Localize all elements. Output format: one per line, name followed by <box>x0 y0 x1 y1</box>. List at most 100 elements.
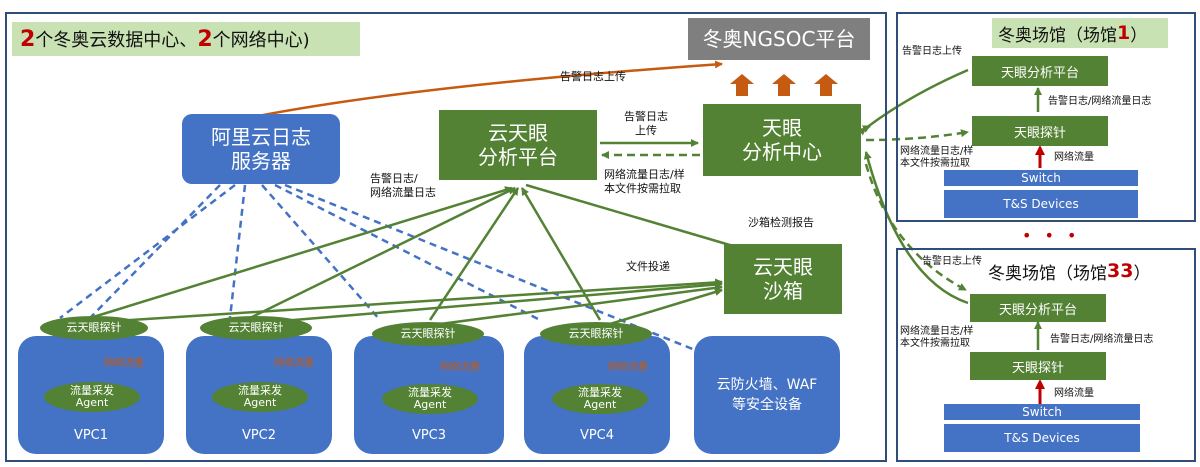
vpc-2-agent[interactable]: 流量采发 Agent <box>212 382 308 412</box>
venue-1-devices-label: T&S Devices <box>1003 197 1079 211</box>
alarm-flow-log-label: 告警日志/ 网络流量日志 <box>370 172 436 200</box>
alarm-upload-label-2: 告警日志 上传 <box>624 110 668 138</box>
pull-line-1: 网络流量日志/样 <box>604 168 685 181</box>
vpc-1-agent[interactable]: 流量采发 Agent <box>44 382 140 412</box>
venue-1-switch-label: Switch <box>1021 171 1061 185</box>
alarm-flow-line-2: 网络流量日志 <box>370 186 436 199</box>
venue-1-title-post: ） <box>1130 25 1148 46</box>
title-part-2: 个网络中心) <box>212 30 310 51</box>
vpc-2-name: VPC2 <box>241 428 277 443</box>
vpc-1-name: VPC1 <box>73 428 109 443</box>
venue-1-analysis-label: 天眼分析平台 <box>1000 65 1079 81</box>
cloud-datacenter-frame <box>5 12 887 462</box>
venue-33-pull-label: 网络流量日志/样 本文件按需拉取 <box>900 326 973 350</box>
vpc-2-probe[interactable]: 云天眼探针 <box>200 316 312 340</box>
vpc-4-agent-line-1: 流量采发 <box>578 386 622 399</box>
venue1-pull-dashed <box>865 129 969 142</box>
analysis-center-line-2: 分析中心 <box>742 140 822 164</box>
venue-1-alarm-flow-label: 告警日志/网络流量日志 <box>1048 96 1152 107</box>
upload-arrow-1 <box>730 74 754 96</box>
probe-to-analysis-links <box>89 183 741 326</box>
aliyun-line-2: 服务器 <box>231 149 291 173</box>
venue-ellipsis: • • • <box>1022 226 1081 245</box>
venue-33-flow-label: 网络流量 <box>1054 388 1094 399</box>
vpc-1-agent-line-2: Agent <box>75 396 109 409</box>
aliyun-log-server-box[interactable]: 阿里云日志 服务器 <box>182 114 340 184</box>
title-part-1: 个冬奥云数据中心、 <box>35 30 198 51</box>
cloud-analysis-line-2: 分析平台 <box>478 145 558 169</box>
cloud-sandbox-box[interactable]: 云天眼 沙箱 <box>724 244 842 314</box>
venue-1-pull-line-2: 本文件按需拉取 <box>900 158 970 169</box>
venue-33-pull-line-2: 本文件按需拉取 <box>900 338 970 349</box>
vpc-3-probe[interactable]: 云天眼探针 <box>372 322 484 346</box>
venue-33-probe-label: 天眼探针 <box>1011 360 1064 376</box>
venue-1-probe[interactable]: 天眼探针 <box>972 116 1108 146</box>
vpc-1-probe[interactable]: 云天眼探针 <box>40 316 148 340</box>
venue-1-switch[interactable]: Switch <box>944 170 1138 186</box>
venue-33-title: 冬奥场馆（场馆 33 ） <box>982 256 1170 286</box>
venue-33-frame <box>896 248 1196 462</box>
ngsoc-platform-label: 冬奥NGSOC平台 <box>702 27 856 51</box>
upload-arrow-2 <box>772 74 796 96</box>
aliyun-upload-line <box>257 60 723 118</box>
sandbox-line-1: 云天眼 <box>753 255 813 279</box>
venue-1-pull-line-1: 网络流量日志/样 <box>900 146 974 157</box>
cloud-firewall-waf-box[interactable]: 云防火墙、WAF 等安全设备 <box>694 336 840 454</box>
venue-1-analysis-platform[interactable]: 天眼分析平台 <box>972 56 1108 86</box>
title-num-1: 2 <box>20 26 36 52</box>
venue-1-title-num: 1 <box>1117 22 1131 44</box>
vpc-4-probe[interactable]: 云天眼探针 <box>540 322 652 346</box>
cloud-analysis-platform-box[interactable]: 云天眼 分析平台 <box>439 110 597 180</box>
sandbox-line-2: 沙箱 <box>763 279 803 303</box>
venue-1-devices[interactable]: T&S Devices <box>944 190 1138 218</box>
venue33-alarm-line <box>863 151 969 305</box>
venue-33-title-pre: 冬奥场馆（场馆 <box>988 263 1107 284</box>
venue-33-title-post: ） <box>1133 263 1151 284</box>
alarm-upload-label: 告警日志上传 <box>560 70 626 83</box>
ngsoc-platform-box[interactable]: 冬奥NGSOC平台 <box>688 18 870 60</box>
cloud-analysis-line-1: 云天眼 <box>488 121 548 145</box>
venue-33-probe[interactable]: 天眼探针 <box>970 352 1106 380</box>
upload-arrow-3 <box>814 74 838 96</box>
venue-1-title: 冬奥场馆（场馆 1 ） <box>992 18 1168 48</box>
venue-33-pull-line-1: 网络流量日志/样 <box>900 326 974 337</box>
vpc-3-agent-line-1: 流量采发 <box>408 386 452 399</box>
venue-33-devices[interactable]: T&S Devices <box>944 424 1140 452</box>
vpc-1-agent-line-1: 流量采发 <box>70 384 114 397</box>
title-num-2: 2 <box>197 26 213 52</box>
vpc-1-flow-label: 网络流量 <box>104 358 144 369</box>
vpc-4-agent[interactable]: 流量采发 Agent <box>552 384 648 414</box>
venue-33-devices-label: T&S Devices <box>1004 431 1080 445</box>
vpc-4-agent-line-2: Agent <box>583 398 617 411</box>
vpc-2-flow-label: 网络流量 <box>274 358 314 369</box>
aliyun-line-1: 阿里云日志 <box>211 125 311 149</box>
vpc-2-agent-line-2: Agent <box>243 396 277 409</box>
venue-33-analysis-platform[interactable]: 天眼分析平台 <box>970 294 1106 322</box>
venue-33-title-num: 33 <box>1107 260 1134 282</box>
venue1-alarm-line <box>857 68 969 136</box>
pull-on-demand-label: 网络流量日志/样 本文件按需拉取 <box>604 168 685 196</box>
venue-33-alarm-flow-label: 告警日志/网络流量日志 <box>1050 334 1154 345</box>
venue-33-switch[interactable]: Switch <box>944 404 1140 420</box>
sandbox-report-label: 沙箱检测报告 <box>748 216 814 229</box>
venue-1-probe-label: 天眼探针 <box>1013 125 1066 141</box>
venue-33-alarm-upload-label: 告警日志上传 <box>922 256 982 267</box>
analysis-center-box[interactable]: 天眼 分析中心 <box>703 104 861 176</box>
venue-1-frame <box>896 12 1196 222</box>
venue-1-title-pre: 冬奥场馆（场馆 <box>998 25 1117 46</box>
analysis-center-line-1: 天眼 <box>762 116 802 140</box>
page-title: 2 个冬奥云数据中心、 2 个网络中心) <box>12 22 360 56</box>
firewall-line-1: 云防火墙、WAF <box>716 377 818 393</box>
vpc-3-agent[interactable]: 流量采发 Agent <box>382 384 478 414</box>
venue33-pull-dashed <box>864 163 967 292</box>
vpc-4-flow-label: 网络流量 <box>608 362 648 373</box>
venue-1-pull-label: 网络流量日志/样 本文件按需拉取 <box>900 146 973 170</box>
pull-line-2: 本文件按需拉取 <box>604 182 681 195</box>
file-deliver-label: 文件投递 <box>626 260 670 273</box>
alarm-flow-line-1: 告警日志/ <box>370 172 418 185</box>
vpc-4-name: VPC4 <box>579 428 615 443</box>
vpc-3-flow-label: 网络流量 <box>440 362 480 373</box>
vpc-3-name: VPC3 <box>411 428 447 443</box>
